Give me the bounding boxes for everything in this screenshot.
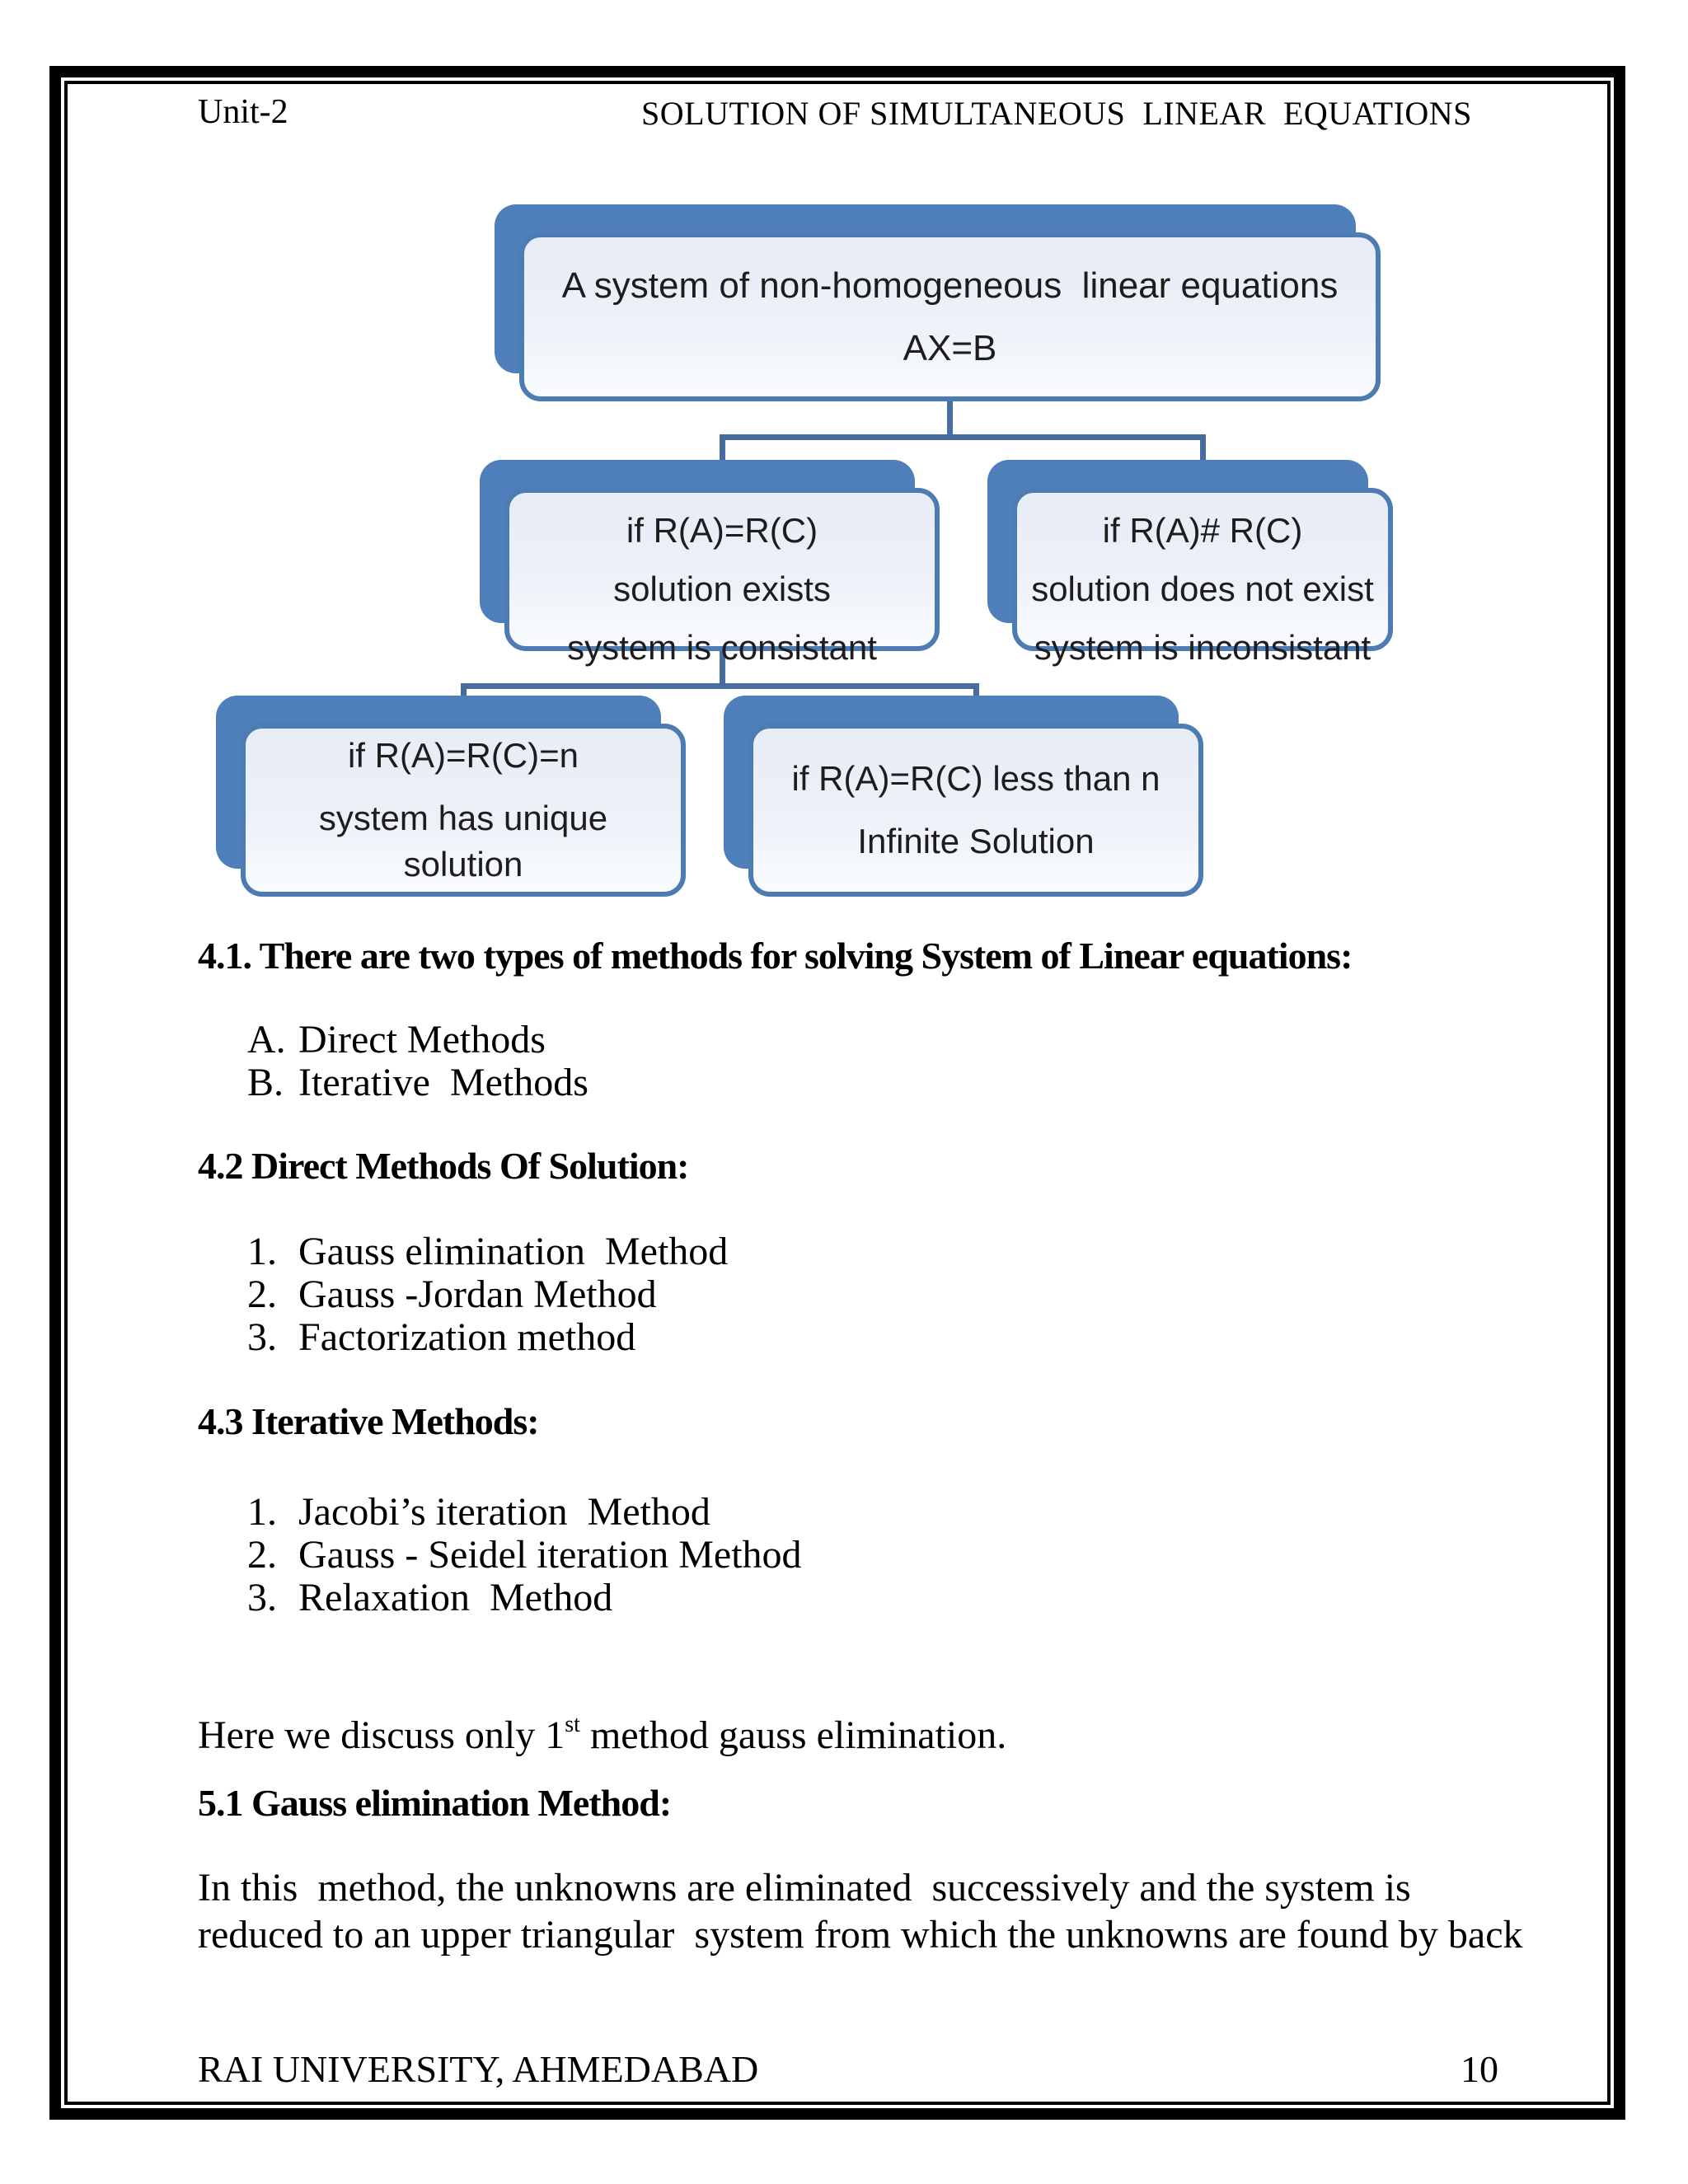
node-text: system is consistant [567, 628, 877, 667]
list-text: Gauss elimination Method [298, 1230, 729, 1273]
connector-line [461, 683, 979, 689]
node-text: system is inconsistant [1034, 628, 1372, 667]
flow-node-infinite-solution: if R(A)=R(C) less than n Infinite Soluti… [724, 696, 1203, 897]
node-text: Infinite Solution [857, 822, 1095, 860]
list-text: Gauss - Seidel iteration Method [298, 1533, 802, 1577]
list-text: Relaxation Method [298, 1576, 613, 1619]
list-marker: 1. [247, 1230, 277, 1273]
flow-node-consistent: if R(A)=R(C) solution exists system is c… [480, 460, 940, 667]
flow-node-root: A system of non-homogeneous linear equat… [495, 204, 1381, 401]
list-item: 3. Relaxation Method [198, 1577, 802, 1619]
node-text: if R(A)=R(C) less than n [791, 759, 1160, 798]
list-item: 1. Gauss elimination Method [198, 1230, 728, 1273]
node-text: AX=B [903, 327, 997, 368]
list-marker: A. [247, 1018, 286, 1062]
note-superscript: st [565, 1712, 580, 1737]
list-4-2: 1. Gauss elimination Method 2. Gauss -Jord… [198, 1230, 728, 1359]
section-heading-5-1: 5.1 Gauss elimination Method: [198, 1782, 672, 1824]
unit-label: Unit-2 [198, 93, 288, 131]
node-body: if R(A)=R(C) less than n Infinite Soluti… [748, 724, 1203, 897]
page-title: SOLUTION OF SIMULTANEOUS LINEAR EQUATION… [641, 95, 1472, 132]
note-paragraph: Here we discuss only 1st method gauss el… [198, 1701, 1550, 1759]
footer-institution: RAI UNIVERSITY, AHMEDABAD [198, 2048, 759, 2090]
list-marker: 2. [247, 1272, 277, 1316]
node-body: if R(A)# R(C) solution does not exist sy… [1012, 488, 1393, 667]
node-text: if R(A)=R(C)=n [347, 736, 579, 775]
list-4-1: A. Direct Methods B. Iterative Methods [198, 1019, 588, 1104]
section-heading-4-2: 4.2 Direct Methods Of Solution: [198, 1145, 690, 1187]
body-paragraph: In this method, the unknowns are elimina… [198, 1866, 1523, 1957]
connector-line [720, 434, 725, 467]
list-text: Gauss -Jordan Method [298, 1272, 657, 1316]
list-item: 2. Gauss -Jordan Method [198, 1273, 728, 1316]
page-border [49, 66, 1625, 2120]
section-heading-4-3: 4.3 Iterative Methods: [198, 1400, 540, 1442]
node-body: if R(A)=R(C) solution exists system is c… [504, 488, 940, 667]
footer-page-number: 10 [1461, 2048, 1498, 2090]
note-text: Here we discuss only 1 [198, 1713, 565, 1757]
node-text: system has unique solution [318, 799, 608, 883]
list-text: Direct Methods [298, 1018, 546, 1062]
list-item: A. Direct Methods [198, 1019, 588, 1062]
list-item: 3. Factorization method [198, 1316, 728, 1359]
list-marker: 1. [247, 1490, 277, 1534]
node-body: if R(A)=R(C)=n system has unique solutio… [241, 724, 686, 897]
list-4-3: 1. Jacobi’s iteration Method 2. Gauss - Se… [198, 1491, 802, 1619]
list-marker: 3. [247, 1576, 277, 1619]
node-body: A system of non-homogeneous linear equat… [519, 232, 1381, 401]
node-text: A system of non-homogeneous linear equat… [561, 265, 1339, 306]
node-text: if R(A)# R(C) [1102, 511, 1303, 550]
connector-line [720, 648, 725, 689]
list-marker: B. [247, 1061, 284, 1104]
list-text: Iterative Methods [298, 1061, 588, 1104]
list-item: B. Iterative Methods [198, 1062, 588, 1104]
section-heading-4-1: 4.1. There are two types of methods for … [198, 935, 1353, 977]
connector-line [720, 434, 1206, 440]
note-text: method gauss elimination. [579, 1713, 1007, 1757]
flow-node-inconsistent: if R(A)# R(C) solution does not exist sy… [987, 460, 1393, 667]
connector-line [1200, 434, 1206, 467]
node-text: solution exists [613, 569, 831, 608]
list-item: 1. Jacobi’s iteration Method [198, 1491, 802, 1534]
flow-node-unique-solution: if R(A)=R(C)=n system has unique solutio… [216, 696, 686, 897]
list-text: Factorization method [298, 1315, 636, 1359]
list-marker: 2. [247, 1533, 277, 1577]
node-text: if R(A)=R(C) [626, 511, 818, 550]
page-border-inner [64, 81, 1611, 2105]
node-text: solution does not exist [1031, 569, 1374, 608]
connector-line [461, 683, 467, 703]
flowchart: A system of non-homogeneous linear equat… [0, 0, 1688, 923]
connector-line [973, 683, 979, 703]
connector-line [947, 399, 953, 437]
list-marker: 3. [247, 1315, 277, 1359]
list-text: Jacobi’s iteration Method [298, 1490, 710, 1534]
list-item: 2. Gauss - Seidel iteration Method [198, 1534, 802, 1577]
